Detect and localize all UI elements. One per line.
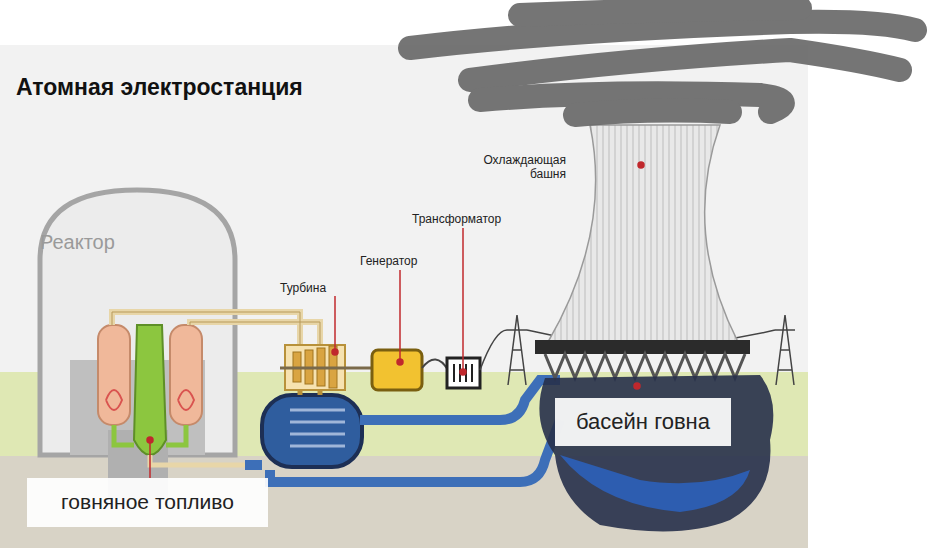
node-text: говняное топливо [61,490,234,514]
diagram-title: Атомная электростанция [16,74,303,101]
node-text: Реактор [40,231,115,254]
water-pipe [360,380,560,420]
steam-line [112,312,320,345]
water-pipe [245,460,262,470]
callout-label: Турбина [280,281,350,295]
steam-line-edge [112,312,320,345]
node-text: басейн говна [576,409,710,434]
callout-label: Генератор [360,254,450,268]
node-box: басейн говна [555,398,731,446]
tower-legs [545,354,745,378]
scribble [410,8,915,115]
node-box: Реактор [40,222,235,262]
cable [422,359,448,370]
reactor-vessel [134,325,166,455]
shaft [280,367,372,370]
node-box: говняное топливо [27,478,268,527]
callout-label: Трансформатор [412,212,522,226]
pool-water [560,455,750,512]
panel [0,45,808,548]
feed-line [150,455,245,465]
callout-label: Охлаждающая башня [470,153,566,181]
water-pipe [270,420,560,482]
tower-ring [535,340,750,354]
primary-loop [114,425,186,445]
generator [372,350,422,390]
cooling-tower [548,125,738,342]
condenser-tubes [290,410,345,446]
condenser [262,395,362,467]
exhaust [300,390,320,395]
pool [539,375,773,531]
